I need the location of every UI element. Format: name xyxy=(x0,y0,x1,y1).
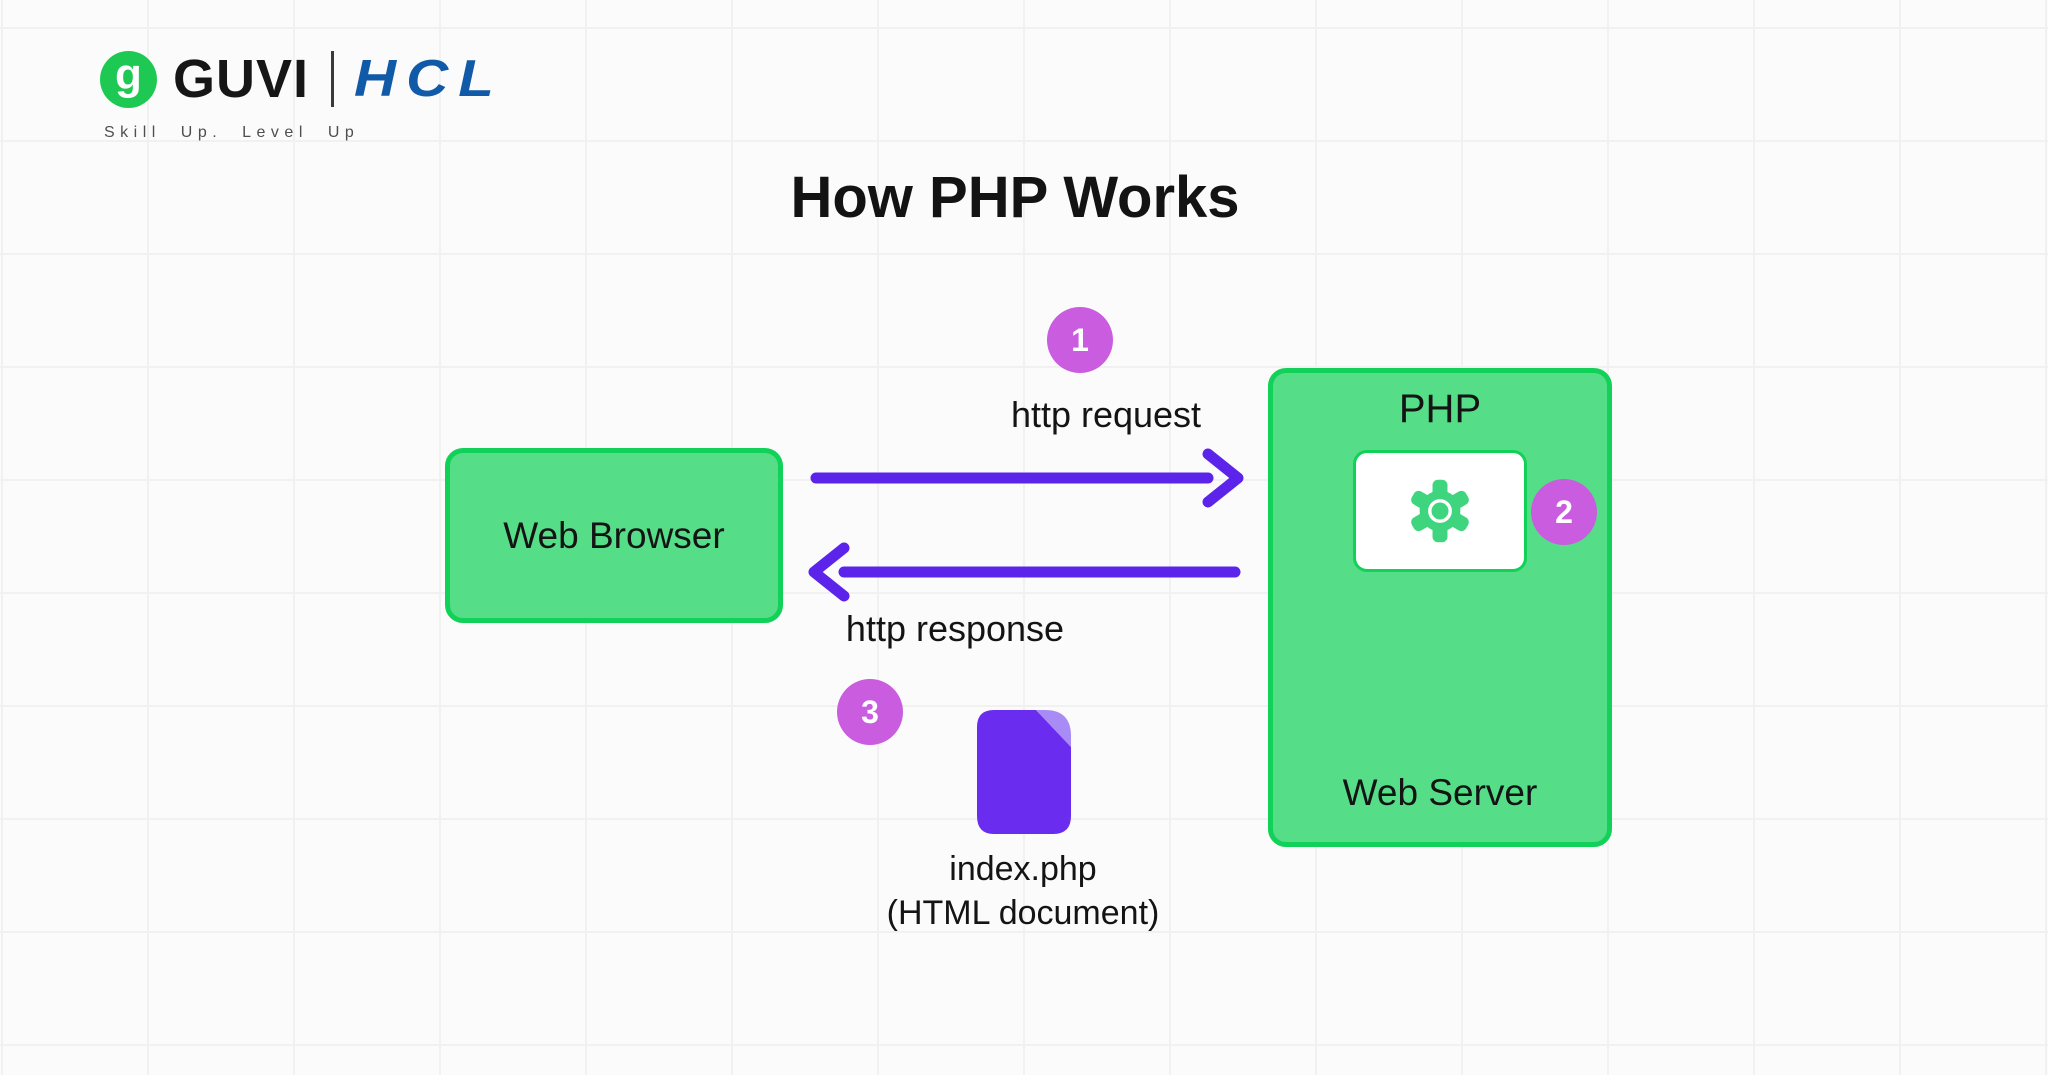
arrow-right-icon xyxy=(810,448,1244,508)
http-response-label: http response xyxy=(845,608,1065,649)
hcl-wordmark: HCL xyxy=(354,50,504,108)
logo-tagline: Skill Up. Level Up xyxy=(104,124,360,141)
web-server-label: Web Server xyxy=(1342,772,1538,813)
step-badge-3: 3 xyxy=(837,679,903,745)
guvi-g-icon: g xyxy=(100,50,157,108)
php-label: PHP xyxy=(1398,387,1482,431)
document-type-note: (HTML document) xyxy=(886,894,1160,932)
logo-divider xyxy=(331,51,335,107)
php-engine-box xyxy=(1353,450,1527,572)
web-browser-node: Web Browser xyxy=(445,448,783,623)
step-badge-1: 1 xyxy=(1047,307,1113,373)
step-badge-2: 2 xyxy=(1531,479,1597,545)
document-filename: index.php xyxy=(949,850,1097,888)
file-icon xyxy=(977,710,1071,834)
arrow-left-icon xyxy=(808,542,1241,602)
guvi-g-letter: g xyxy=(115,50,142,99)
brand-logo: g GUVI HCL Skill Up. Level Up xyxy=(100,48,494,142)
gear-icon xyxy=(1411,479,1469,543)
web-browser-label: Web Browser xyxy=(503,514,725,556)
http-request-label: http request xyxy=(1010,394,1202,435)
page-title: How PHP Works xyxy=(790,165,1240,230)
guvi-wordmark: GUVI xyxy=(173,49,310,109)
web-server-node: PHP Web Server xyxy=(1268,368,1612,847)
